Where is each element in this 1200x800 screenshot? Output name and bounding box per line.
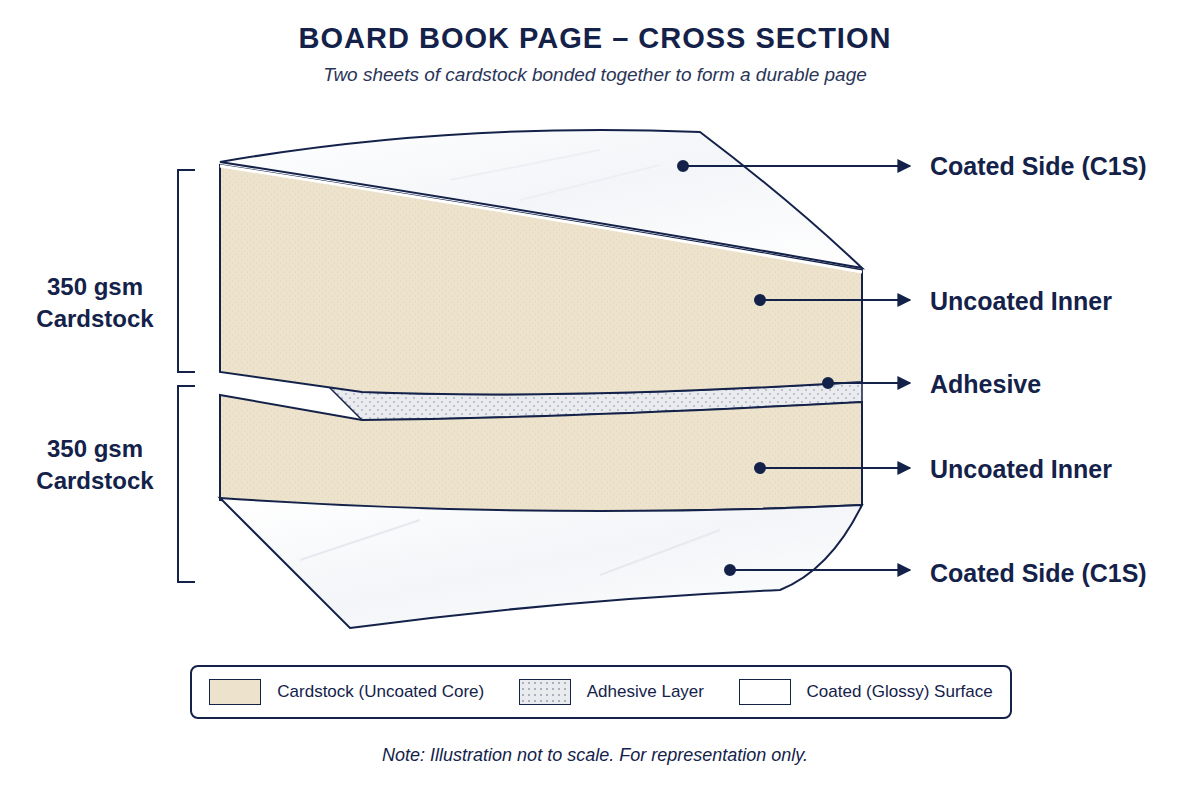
coated-edge xyxy=(220,166,862,272)
legend-swatch xyxy=(209,679,261,705)
leader-arrows xyxy=(678,161,910,575)
part-label: Uncoated Inner xyxy=(930,455,1112,484)
subtitle: Two sheets of cardstock bonded together … xyxy=(0,64,1195,86)
legend-swatch xyxy=(519,679,571,705)
legend-swatch xyxy=(739,679,791,705)
title: BOARD BOOK PAGE – CROSS SECTION xyxy=(0,22,1195,55)
bracket xyxy=(178,170,195,372)
legend-item: Coated (Glossy) Surface xyxy=(739,679,993,705)
bracket-label: 350 gsm Cardstock xyxy=(20,271,170,336)
legend-box: Cardstock (Uncoated Core) Adhesive Layer C… xyxy=(190,665,1012,719)
top-coated-surface xyxy=(220,130,862,268)
gloss-highlight xyxy=(450,150,660,200)
bottom-cardstock-core xyxy=(220,395,862,511)
part-label: Adhesive xyxy=(930,370,1041,399)
part-label: Uncoated Inner xyxy=(930,287,1112,316)
legend-item: Cardstock (Uncoated Core) xyxy=(209,679,484,705)
legend-text: Cardstock (Uncoated Core) xyxy=(277,682,484,702)
legend-text: Coated (Glossy) Surface xyxy=(807,682,993,702)
bracket xyxy=(178,386,195,582)
bottom-coated-surface xyxy=(220,498,862,628)
part-label: Coated Side (C1S) xyxy=(930,559,1147,588)
caption: Note: Illustration not to scale. For rep… xyxy=(0,745,1195,766)
bracket-label: 350 gsm Cardstock xyxy=(20,433,170,498)
legend-text: Adhesive Layer xyxy=(587,682,704,702)
legend-item: Adhesive Layer xyxy=(519,679,704,705)
part-label: Coated Side (C1S) xyxy=(930,152,1147,181)
gloss-highlight xyxy=(300,520,720,575)
